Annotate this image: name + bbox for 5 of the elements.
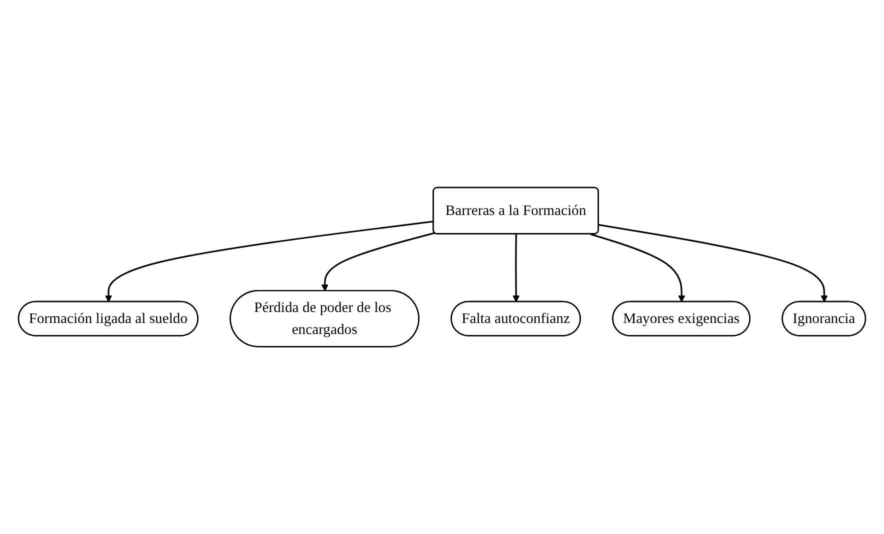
- arrow: [104, 220, 434, 302]
- arrow: [321, 232, 435, 292]
- arrow: [512, 234, 520, 302]
- arrow: [590, 233, 686, 302]
- arrow: [598, 224, 828, 302]
